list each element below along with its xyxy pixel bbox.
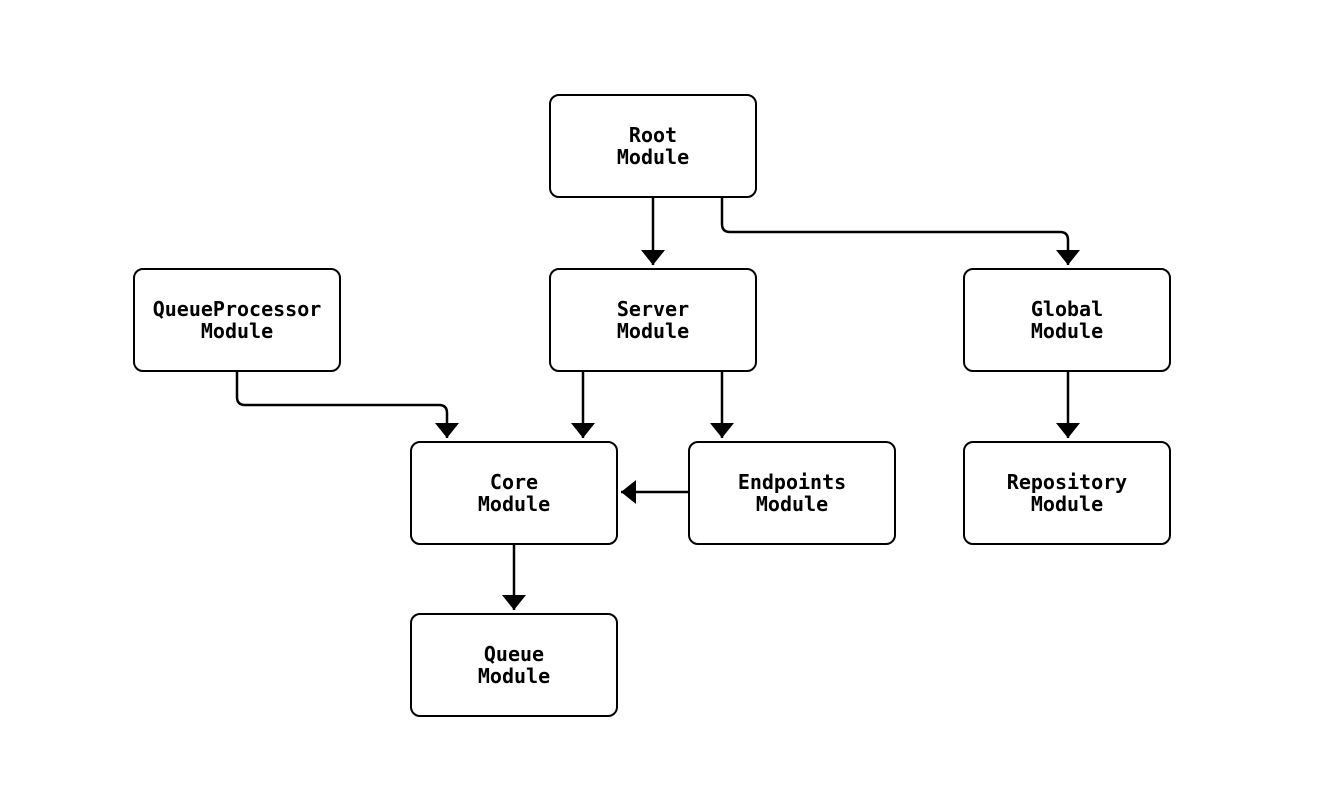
node-label-line: Module (755, 492, 829, 516)
node-label-line: Module (1030, 319, 1104, 343)
node-label-line: Core (489, 470, 539, 494)
node-endpoints-module: Endpoints Module (688, 441, 896, 545)
node-label-line: Module (200, 319, 274, 343)
node-label-line: Repository (1006, 470, 1128, 494)
node-label-line: QueueProcessor (152, 297, 322, 321)
node-queueprocessor-module: QueueProcessor Module (133, 268, 341, 372)
node-queue-module: Queue Module (410, 613, 618, 717)
node-root-module: Root Module (549, 94, 757, 198)
node-label-line: Endpoints (737, 470, 847, 494)
node-label-line: Global (1030, 297, 1104, 321)
node-label-line: Root (628, 123, 678, 147)
node-label-line: Module (477, 664, 551, 688)
node-label-line: Module (477, 492, 551, 516)
node-label-line: Module (1030, 492, 1104, 516)
node-server-module: Server Module (549, 268, 757, 372)
node-label-line: Module (616, 145, 690, 169)
node-label-line: Module (616, 319, 690, 343)
node-label-line: Queue (483, 642, 545, 666)
node-label-line: Server (616, 297, 690, 321)
node-global-module: Global Module (963, 268, 1171, 372)
node-core-module: Core Module (410, 441, 618, 545)
node-repository-module: Repository Module (963, 441, 1171, 545)
edge-root-to-global (720, 198, 1080, 265)
edge-queueprocessor-to-core (235, 372, 459, 438)
